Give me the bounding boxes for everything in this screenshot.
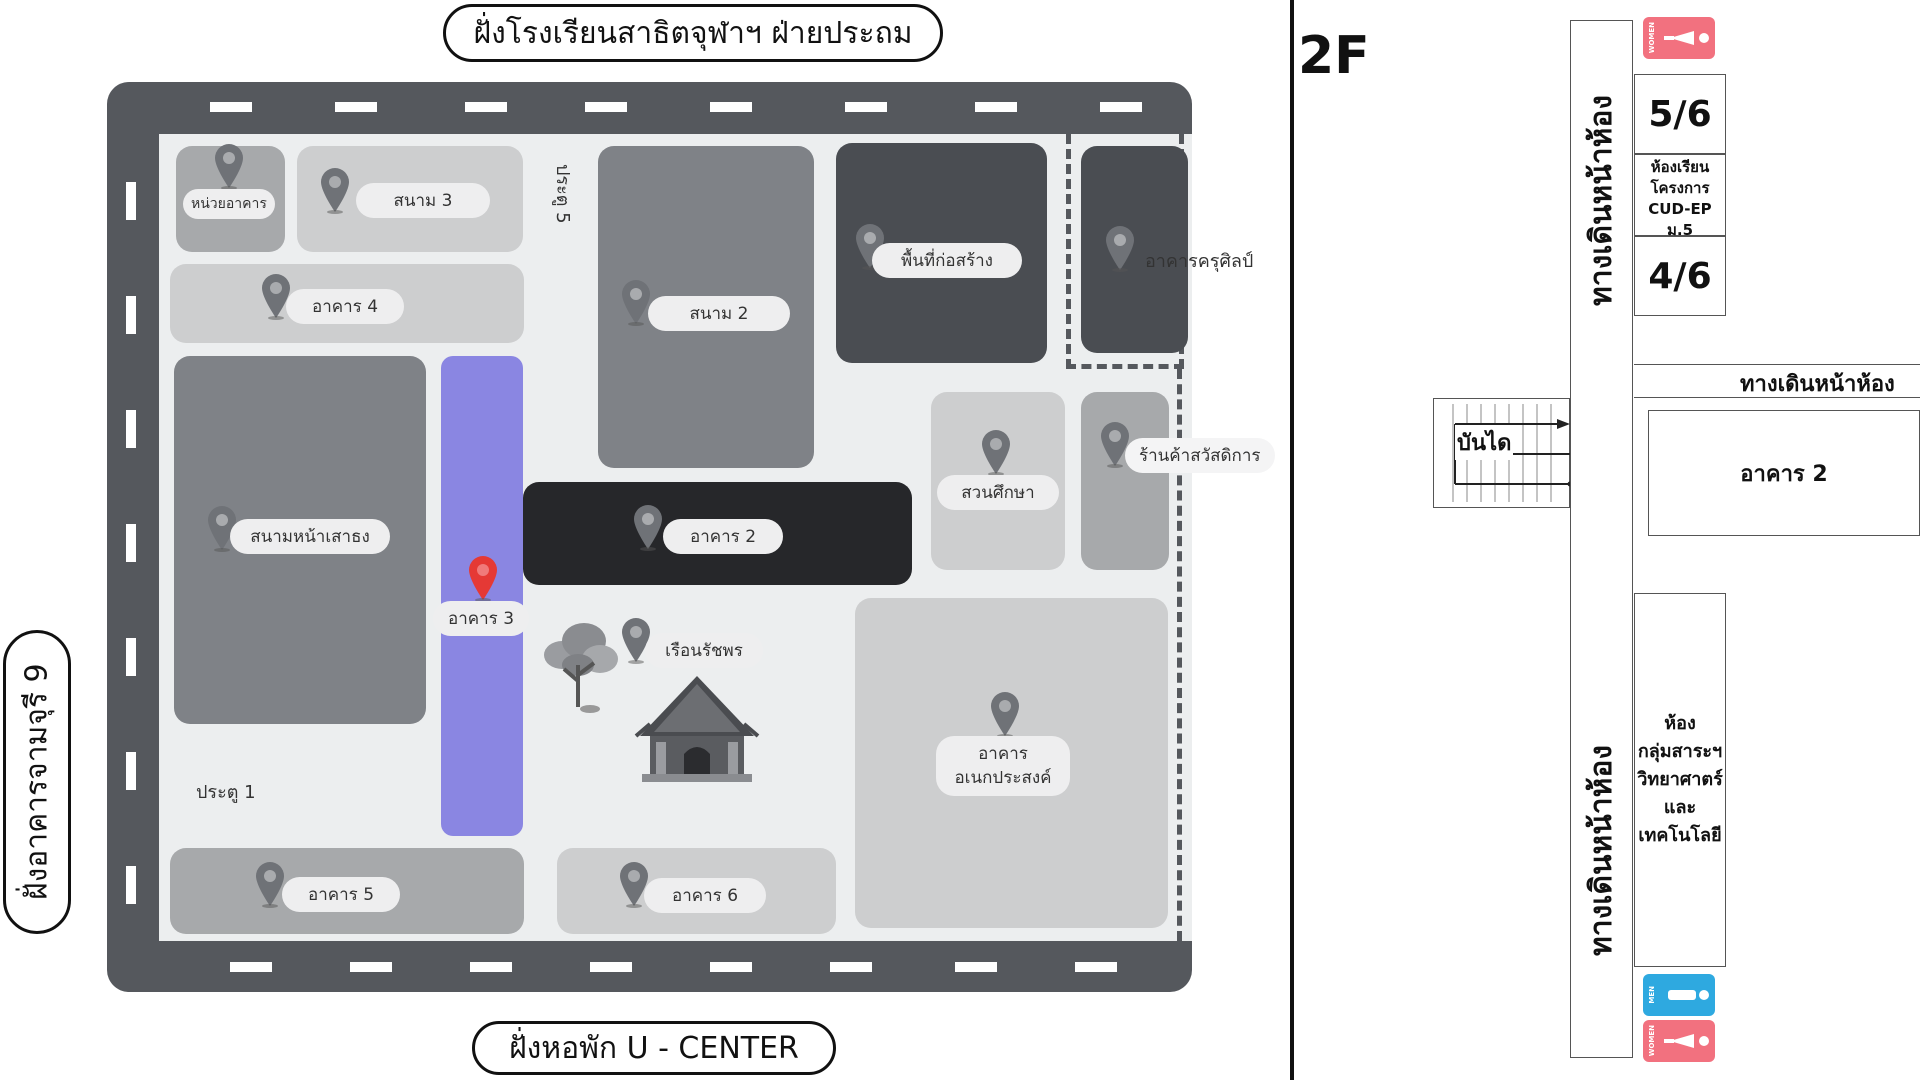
label-construction-area: พื้นที่ก่อสร้าง (872, 243, 1022, 278)
label-study-garden: สวนศึกษา (937, 475, 1059, 510)
road-dash (845, 102, 887, 112)
location-pin-icon (256, 862, 284, 908)
location-pin-icon (208, 506, 236, 552)
road-dash (350, 962, 392, 972)
label-gate-5: ประตู 5 (552, 164, 573, 224)
label-building-3: อาคาร 3 (433, 601, 529, 636)
road-dash (830, 962, 872, 972)
floor-title: 2F (1298, 26, 1370, 86)
women-restroom-icon (1664, 31, 1709, 45)
label-ruen-ratchaphon: เรือนรัชพร (645, 633, 763, 668)
left-side-label: ฝั่งอาคารจามจุรี 9 (3, 630, 71, 934)
room-science-dept: ห้อง กลุ่มสาระฯ วิทยาศาตร์ และ เทคโนโลยี (1634, 593, 1726, 967)
women-restroom-icon (1664, 1034, 1709, 1048)
road-dash (955, 962, 997, 972)
road-dash (126, 752, 136, 790)
room-4-6: 4/6 (1634, 236, 1726, 316)
dashed-east-boundary (1177, 369, 1182, 941)
panel-divider (1290, 0, 1294, 1080)
road-dash (126, 638, 136, 676)
road-dash (975, 102, 1017, 112)
road-dash (126, 182, 136, 220)
label-building-6: อาคาร 6 (644, 878, 766, 913)
road-dash (1075, 962, 1117, 972)
road-dash (465, 102, 507, 112)
horizontal-corridor (1634, 364, 1920, 398)
road-dash (126, 524, 136, 562)
label-building-unit: หน่วยอาคาร (183, 189, 275, 219)
location-pin-icon (620, 862, 648, 908)
label-building-2: อาคาร 2 (663, 519, 783, 554)
road-dash (230, 962, 272, 972)
location-pin-icon (856, 224, 884, 270)
building-2-block: อาคาร 2 (1648, 410, 1920, 536)
road-dash (126, 866, 136, 904)
restroom-women-top: WOMEN (1643, 17, 1715, 59)
label-building-5: อาคาร 5 (282, 877, 400, 912)
bottom-side-label: ฝั่งหอพัก U - CENTER (472, 1021, 836, 1075)
location-pin-current-icon (469, 556, 497, 602)
room-5-6: 5/6 (1634, 74, 1726, 154)
label-welfare-shop: ร้านค้าสวัสดิการ (1125, 438, 1275, 473)
location-pin-icon (634, 505, 662, 551)
label-flagpole-field: สนามหน้าเสาธง (230, 519, 390, 554)
block-welfare-shop (1081, 392, 1169, 570)
stairs-label: บันได (1455, 425, 1514, 460)
thai-pavilion-icon (634, 676, 760, 782)
label-gate-1: ประตู 1 (196, 782, 256, 803)
road-dash (585, 102, 627, 112)
block-kru-sin-building (1081, 146, 1188, 353)
road-dash (590, 962, 632, 972)
corridor-label-top: ทางเดินหน้าห้อง (1584, 94, 1619, 306)
location-pin-icon (321, 168, 349, 214)
road-dash (126, 296, 136, 334)
location-pin-icon (982, 430, 1010, 476)
restroom-men: MEN (1643, 974, 1715, 1016)
location-pin-icon (991, 692, 1019, 738)
location-pin-icon (1106, 226, 1134, 272)
road-dash (710, 962, 752, 972)
label-field-3: สนาม 3 (356, 183, 490, 218)
label-building-4: อาคาร 4 (286, 289, 404, 324)
label-field-2: สนาม 2 (648, 296, 790, 331)
restroom-women-bottom: WOMEN (1643, 1020, 1715, 1062)
road-dash (126, 410, 136, 448)
tree-icon (544, 623, 618, 713)
road-dash (710, 102, 752, 112)
corridor-label-horizontal: ทางเดินหน้าห้อง (1740, 372, 1895, 397)
location-pin-icon (215, 144, 243, 190)
location-pin-icon (622, 618, 650, 664)
road-dash (1100, 102, 1142, 112)
men-restroom-icon (1668, 990, 1709, 1000)
main-corridor (1570, 20, 1633, 1058)
top-side-label: ฝั่งโรงเรียนสาธิตจุฬาฯ ฝ่ายประถม (443, 4, 943, 62)
corridor-label-bottom: ทางเดินหน้าห้อง (1584, 744, 1619, 956)
label-kru-sin-building: อาคารครุศิลป์ (1145, 251, 1254, 272)
location-pin-icon (1101, 422, 1129, 468)
road-dash (210, 102, 252, 112)
road-dash (470, 962, 512, 972)
label-multipurpose-building: อาคาร อเนกประสงค์ (936, 736, 1070, 796)
location-pin-icon (262, 274, 290, 320)
location-pin-icon (622, 280, 650, 326)
room-cud-ep: ห้องเรียน โครงการ CUD-EP ม.5 (1634, 154, 1726, 239)
road-dash (335, 102, 377, 112)
